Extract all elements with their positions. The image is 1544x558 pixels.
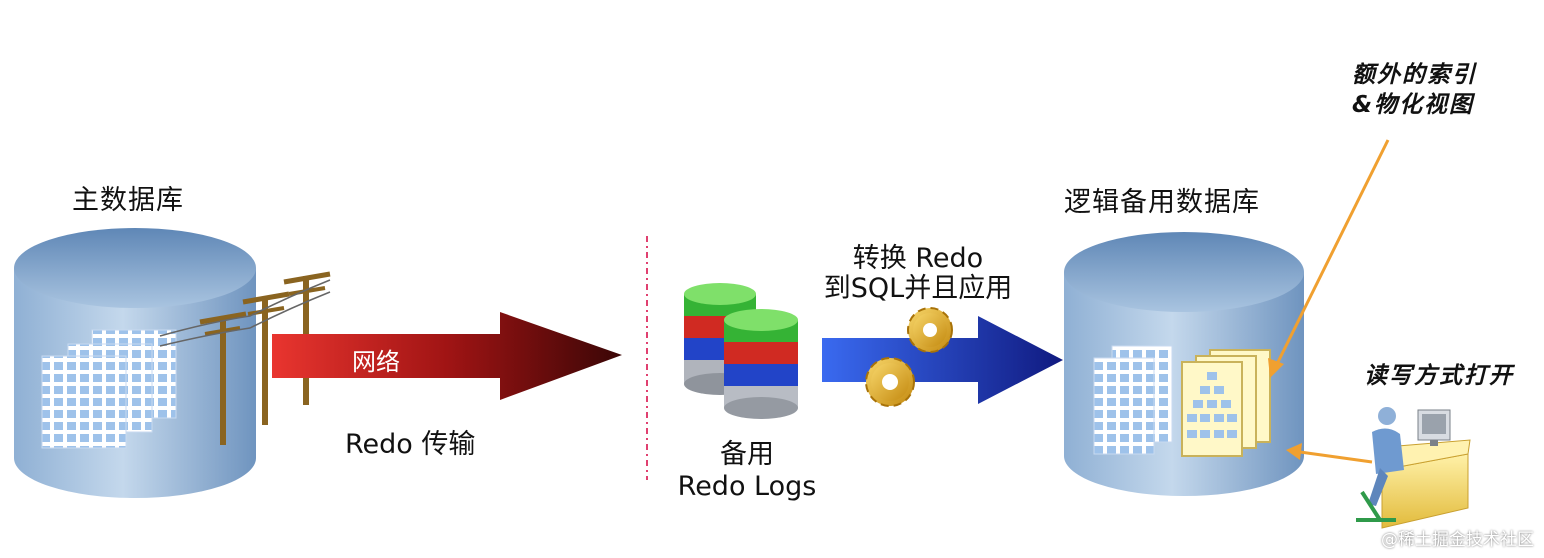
gears-icon — [865, 307, 953, 407]
convert-redo-line1: 转换 Redo — [852, 243, 984, 274]
extra-index-line2: &物化视图 — [1352, 92, 1475, 118]
network-label: 网络 — [352, 348, 400, 376]
orange-arrows — [1268, 139, 1390, 464]
read-write-label: 读写方式打开 — [1364, 363, 1514, 389]
logical-standby-database-title: 逻辑备用数据库 — [1064, 187, 1260, 218]
convert-redo-line2: 到SQL并且应用 — [823, 273, 1013, 304]
network-poles-icon — [159, 271, 331, 445]
primary-database-title: 主数据库 — [72, 185, 184, 216]
data-sheets-icon — [41, 329, 177, 449]
redo-transport-label: Redo 传输 — [345, 429, 476, 460]
standby-redo-logs-icon — [684, 283, 798, 419]
standby-redo-logs-label: 备用 Redo Logs — [662, 432, 832, 502]
extra-index-label: 额外的索引 &物化视图 — [1352, 60, 1477, 120]
index-views-icon — [1181, 349, 1271, 457]
extra-index-line1: 额外的索引 — [1352, 62, 1477, 88]
watermark-text: @稀土掘金技术社区 — [1381, 530, 1534, 550]
data-sheets-icon — [1093, 345, 1173, 455]
network-arrow — [272, 312, 622, 400]
standby-redo-logs-line2: Redo Logs — [677, 471, 817, 502]
convert-redo-label: 转换 Redo 到SQL并且应用 — [798, 244, 1038, 304]
logical-standby-database-cylinder — [1064, 232, 1304, 496]
standby-redo-logs-line1: 备用 — [720, 439, 774, 470]
user-at-desk-icon — [1356, 407, 1471, 529]
primary-database-cylinder — [14, 228, 256, 498]
